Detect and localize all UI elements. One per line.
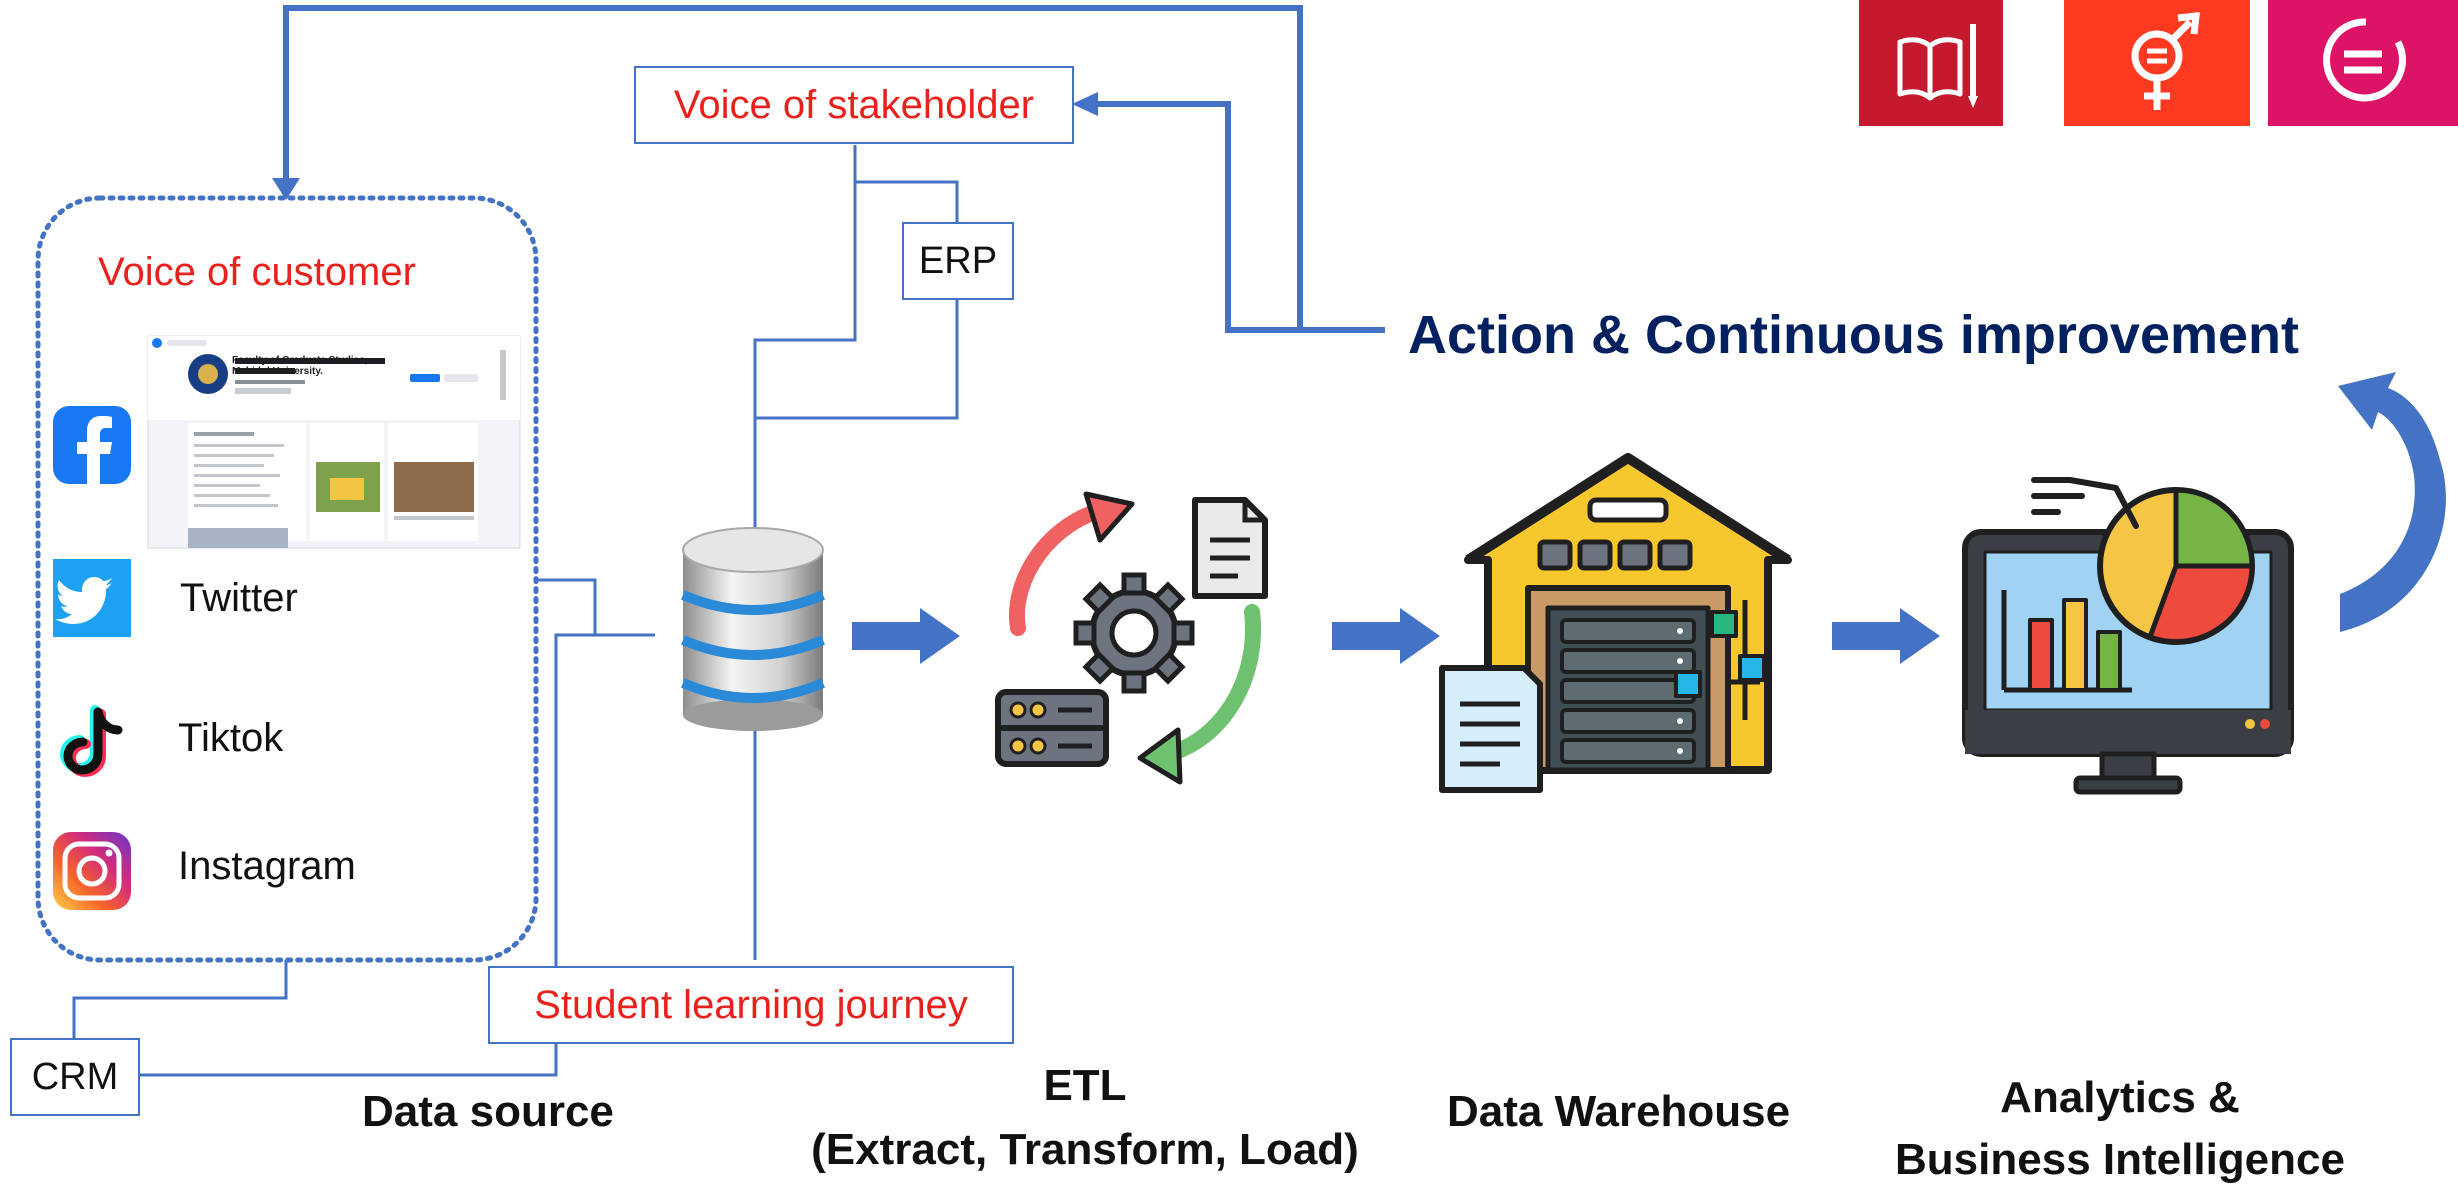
tiktok-icon xyxy=(59,705,123,778)
analytics-label-line2: Business Intelligence xyxy=(1895,1135,2345,1184)
instagram-icon xyxy=(53,832,131,910)
sdg-reduced-inequalities-icon xyxy=(2268,0,2458,126)
etl-label-line2: (Extract, Transform, Load) xyxy=(811,1125,1359,1174)
sdg-gender-equality-icon xyxy=(2064,0,2250,126)
student-learning-journey-box: Student learning journey xyxy=(488,966,1014,1044)
flow-arrow-1 xyxy=(852,608,960,664)
data-source-label: Data source xyxy=(362,1087,614,1136)
feedback-line-customer xyxy=(283,5,1303,330)
analytics-dashboard-icon xyxy=(1962,477,2294,795)
voice-of-customer-label: Voice of customer xyxy=(98,250,416,294)
instagram-label: Instagram xyxy=(178,844,356,888)
sdg-quality-education-icon xyxy=(1859,0,2003,126)
erp-box: ERP xyxy=(902,222,1014,300)
flow-arrow-3 xyxy=(1832,608,1940,664)
arrowhead-to-stakeholder xyxy=(1072,92,1098,116)
analytics-label-line1: Analytics & xyxy=(2000,1073,2240,1122)
data-warehouse-icon xyxy=(1439,453,1792,793)
etl-label-line1: ETL xyxy=(1043,1061,1127,1110)
action-continuous-improvement-heading: Action & Continuous improvement xyxy=(1408,305,2299,365)
facebook-icon xyxy=(53,406,131,484)
facebook-page-screenshot xyxy=(147,335,521,549)
twitter-label: Twitter xyxy=(180,576,298,620)
twitter-icon xyxy=(53,559,131,637)
crm-box: CRM xyxy=(10,1038,140,1116)
voice-of-customer-box xyxy=(35,195,539,963)
flow-arrow-2 xyxy=(1332,608,1440,664)
arrowhead-to-customer xyxy=(272,178,300,200)
curved-return-arrow xyxy=(2338,372,2446,632)
facebook-page-name: Faculty of Graduate Studies, Mahidol Uni… xyxy=(232,355,368,377)
tiktok-label: Tiktok xyxy=(178,716,284,760)
customer-crm-connector xyxy=(72,578,655,1077)
voice-of-stakeholder-box: Voice of stakeholder xyxy=(634,66,1074,144)
feedback-line-stakeholder xyxy=(1095,101,1385,333)
database-icon xyxy=(681,527,825,731)
etl-icon xyxy=(995,491,1268,785)
stakeholder-erp-connector xyxy=(753,145,959,530)
data-warehouse-label: Data Warehouse xyxy=(1447,1087,1791,1136)
